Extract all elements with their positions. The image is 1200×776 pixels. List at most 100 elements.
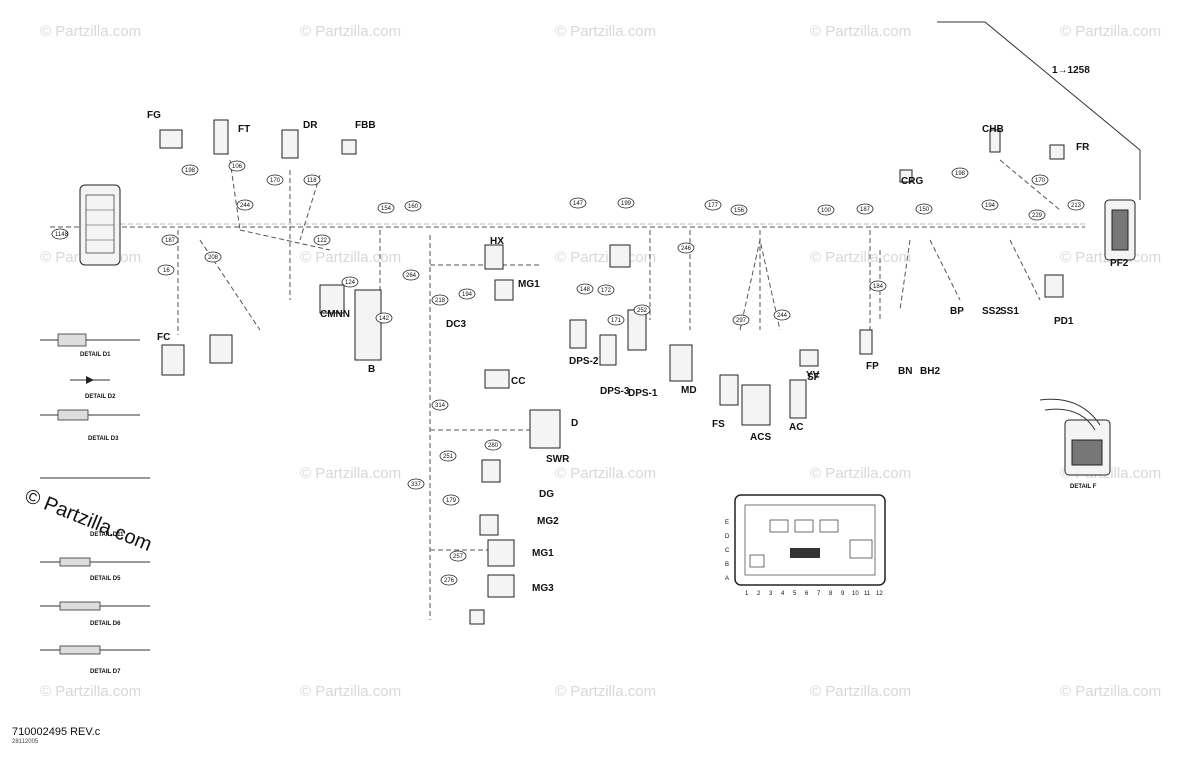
watermark-text: © Partzilla.com xyxy=(40,683,141,700)
connector-label: MG1 xyxy=(518,279,540,290)
watermark-text: © Partzilla.com xyxy=(300,465,401,482)
connector-label: FR xyxy=(1076,142,1090,153)
svg-text:D: D xyxy=(725,534,730,540)
svg-text:160: 160 xyxy=(408,204,419,210)
svg-text:142: 142 xyxy=(379,316,390,322)
connector-plug xyxy=(627,309,647,351)
connector-plug xyxy=(799,349,819,367)
svg-text:7: 7 xyxy=(817,591,821,597)
watermark-text: © Partzilla.com xyxy=(810,465,911,482)
connector-label: FG xyxy=(147,110,161,121)
svg-text:124: 124 xyxy=(345,280,356,286)
connector-plug xyxy=(719,374,739,406)
svg-text:11: 11 xyxy=(864,591,871,597)
svg-text:100: 100 xyxy=(821,208,832,214)
svg-text:6: 6 xyxy=(805,591,809,597)
svg-text:10: 10 xyxy=(852,591,859,597)
connector-label: FT xyxy=(238,124,250,135)
svg-text:194: 194 xyxy=(462,292,473,298)
detail-label: DETAIL D5 xyxy=(90,576,121,582)
connector-plug xyxy=(1044,274,1064,298)
connector-label: FC xyxy=(157,332,170,343)
svg-text:218: 218 xyxy=(435,298,446,304)
connector-plug xyxy=(569,319,587,349)
connector-label: SWR xyxy=(546,454,570,465)
connector-label: MD xyxy=(681,385,697,396)
connector-plug xyxy=(479,514,499,536)
connector-label: BH2 xyxy=(920,366,940,377)
svg-text:4: 4 xyxy=(781,591,785,597)
connector-plug xyxy=(789,379,807,419)
connector-plug xyxy=(494,279,514,301)
connector-plug xyxy=(213,119,229,155)
connector-label: DC3 xyxy=(446,319,466,330)
svg-text:A: A xyxy=(725,576,729,582)
svg-text:252: 252 xyxy=(637,308,648,314)
connector-label: SF xyxy=(807,372,820,383)
svg-text:172: 172 xyxy=(601,288,612,294)
watermark-text: © Partzilla.com xyxy=(810,249,911,266)
connector-label: SS2 xyxy=(982,306,1001,317)
connector-plug xyxy=(161,344,185,376)
detail-label: DETAIL D7 xyxy=(90,669,121,675)
connector-plug xyxy=(859,329,873,355)
svg-text:297: 297 xyxy=(736,318,747,324)
detail-label: DETAIL F xyxy=(1070,484,1097,490)
connector-label: MG1 xyxy=(532,548,554,559)
svg-text:337: 337 xyxy=(411,482,422,488)
watermark-text: © Partzilla.com xyxy=(810,683,911,700)
svg-text:246: 246 xyxy=(681,246,692,252)
fuse-box xyxy=(79,184,121,266)
connector-label: PD1 xyxy=(1054,316,1074,327)
main-connector-right xyxy=(1104,199,1136,261)
svg-text:314: 314 xyxy=(435,403,446,409)
svg-text:198: 198 xyxy=(955,171,966,177)
watermark-text: © Partzilla.com xyxy=(810,23,911,40)
svg-text:C: C xyxy=(725,548,730,554)
svg-text:3: 3 xyxy=(769,591,773,597)
svg-text:147: 147 xyxy=(573,201,584,207)
svg-text:199: 199 xyxy=(621,201,632,207)
svg-text:194: 194 xyxy=(985,203,996,209)
connector-labels: FG FT DR FBB FC PF2 CHB FR HX MG1 MG2 MG… xyxy=(147,110,1129,594)
connector-plug xyxy=(209,334,233,364)
date-code: 28112005 xyxy=(12,739,39,745)
detail-f: DETAIL F xyxy=(1039,398,1111,490)
svg-text:208: 208 xyxy=(208,255,219,261)
svg-text:106: 106 xyxy=(232,164,243,170)
connector-label: B xyxy=(368,364,375,375)
svg-text:150: 150 xyxy=(919,207,930,213)
watermark-layer: © Partzilla.com © Partzilla.com © Partzi… xyxy=(40,23,1161,700)
connector-plug xyxy=(354,289,382,361)
svg-text:148: 148 xyxy=(580,287,591,293)
connector-label: CC xyxy=(511,376,525,387)
connector-plug xyxy=(669,344,693,382)
svg-text:118: 118 xyxy=(307,178,317,184)
svg-text:2: 2 xyxy=(757,591,761,597)
svg-text:187: 187 xyxy=(860,207,871,213)
svg-text:187: 187 xyxy=(165,238,176,244)
callout-circles: 1148 187 16 198 244 170 118 154 160 147 … xyxy=(51,160,1085,586)
main-harness-trunk xyxy=(50,159,1085,620)
svg-text:251: 251 xyxy=(443,454,454,460)
connector-label: CMNN xyxy=(320,309,350,320)
connector-pinout: E D C B A 1 2 3 4 5 6 7 8 9 10 11 12 xyxy=(725,494,886,597)
detail-label: DETAIL D2 xyxy=(85,394,116,400)
svg-text:12: 12 xyxy=(876,591,883,597)
svg-text:280: 280 xyxy=(488,443,499,449)
connector-label: CHB xyxy=(982,124,1004,135)
connector-label: MG2 xyxy=(537,516,559,527)
connector-label: AC xyxy=(789,422,803,433)
connector-label: BP xyxy=(950,306,964,317)
watermark-text: © Partzilla.com xyxy=(300,23,401,40)
svg-text:16: 16 xyxy=(163,268,170,274)
reference-arrow: 1→1258 xyxy=(937,21,1141,200)
watermark-text: © Partzilla.com xyxy=(555,23,656,40)
connector-label: YV xyxy=(806,370,820,381)
connector-plugs xyxy=(159,119,1065,625)
watermark-text: © Partzilla.com xyxy=(555,683,656,700)
part-number: 710002495 REV.c xyxy=(12,726,101,738)
svg-text:264: 264 xyxy=(406,273,417,279)
connector-plug xyxy=(529,409,561,449)
